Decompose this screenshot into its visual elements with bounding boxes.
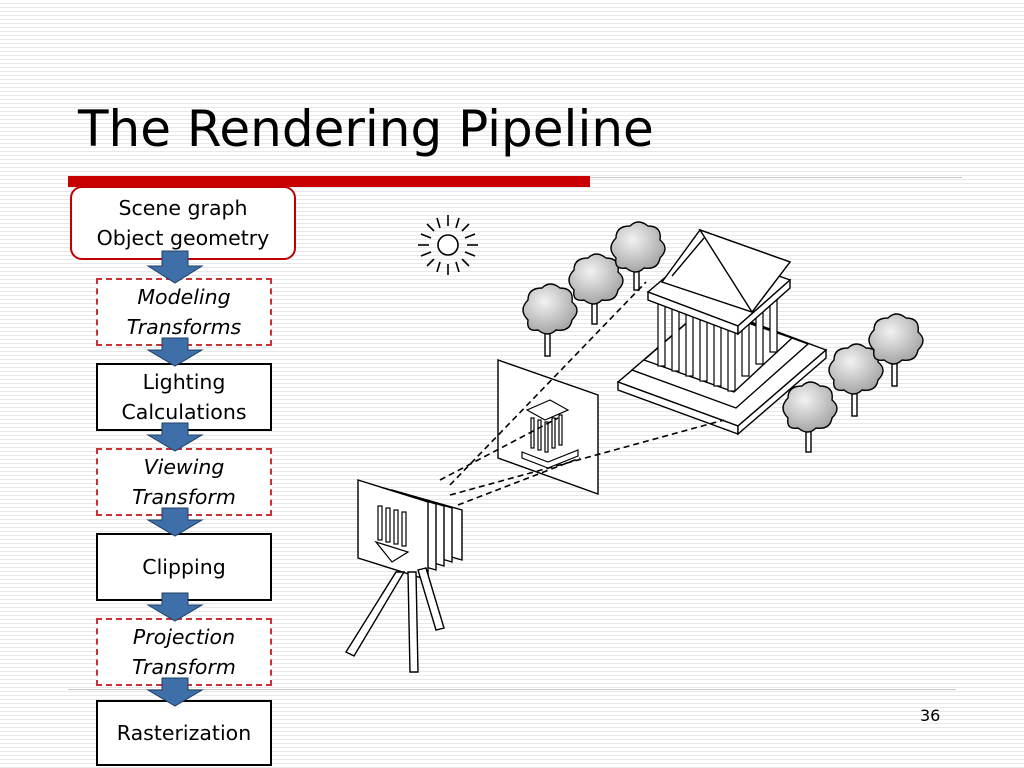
stage-line: Scene graph [118, 196, 248, 220]
stage-lighting-calculations: Lighting Calculations [96, 363, 272, 431]
stage-line: Transform [132, 485, 236, 509]
slide-title: The Rendering Pipeline [78, 100, 654, 158]
tree-icon [522, 283, 578, 357]
title-underline-accent [68, 176, 590, 187]
stage-viewing-transform: Viewing Transform [96, 448, 272, 516]
page-number: 36 [920, 706, 941, 725]
stage-line: Calculations [121, 400, 247, 424]
stage-line: Rasterization [116, 721, 252, 745]
tree-icon [782, 381, 838, 453]
stage-line: Modeling [137, 285, 231, 309]
tree-icon [610, 221, 666, 291]
stage-line: Transforms [126, 315, 242, 339]
tree-icon [868, 313, 924, 387]
stage-rasterization: Rasterization [96, 700, 272, 766]
stage-line: Transform [132, 655, 236, 679]
projection-lines [439, 281, 725, 506]
camera-icon [357, 479, 463, 581]
stage-scene-graph: Scene graph Object geometry [70, 186, 296, 260]
stage-line: Projection [132, 625, 236, 649]
footer-rule [68, 689, 956, 690]
rendering-illustration [344, 215, 924, 673]
temple-icon [616, 228, 828, 436]
stage-projection-transform: Projection Transform [96, 618, 272, 686]
stage-line: Viewing [143, 455, 225, 479]
stage-modeling-transforms: Modeling Transforms [96, 278, 272, 346]
stage-clipping: Clipping [96, 533, 272, 601]
stage-line: Clipping [142, 555, 226, 579]
title-underline-rule [590, 177, 962, 178]
tree-icon [568, 253, 624, 325]
image-plane-icon [497, 359, 599, 495]
sun-icon [418, 215, 478, 275]
stage-line: Lighting [142, 370, 226, 394]
tree-icon [828, 343, 884, 417]
tripod-icon [344, 567, 445, 673]
stage-line: Object geometry [96, 226, 270, 250]
